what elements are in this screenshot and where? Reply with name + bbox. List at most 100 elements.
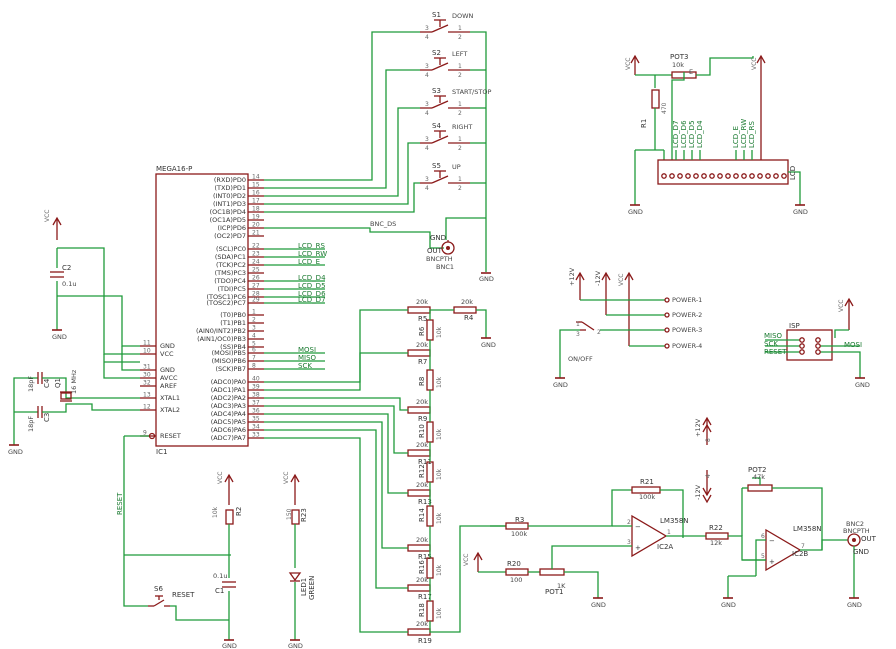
switch-pin: 3 (425, 25, 429, 32)
led-section[interactable] (288, 473, 302, 641)
mcu-ic1[interactable]: MEGA16-P IC1 GND11VCC10GND31AVCC30AREF32… (140, 165, 264, 456)
r23-value: 150 (286, 508, 293, 520)
net-lcd-e: LCD_E (298, 258, 320, 266)
svg-text:20k: 20k (416, 441, 428, 449)
power-section[interactable] (555, 271, 670, 379)
r2-ref: R2 (235, 507, 243, 516)
switch-pin: 1 (458, 136, 462, 143)
vcc-left-network: VCC GND (44, 210, 140, 379)
svg-text:R15: R15 (418, 553, 432, 561)
lcd-pad (725, 173, 731, 179)
mcu-pin-num: 2 (252, 317, 256, 324)
svg-text:VCC: VCC (838, 300, 845, 312)
switch-pin: 1 (458, 25, 462, 32)
svg-text:+: + (769, 558, 775, 566)
lcd-pad (693, 173, 699, 179)
isp-pad (799, 343, 805, 349)
svg-text:+12V: +12V (694, 418, 702, 437)
isp-header[interactable] (765, 297, 865, 379)
mcu-pin-label: (TDI)PC5 (217, 285, 246, 293)
pot3-letter: E (689, 68, 693, 76)
lcd-pad (765, 173, 771, 179)
mcu-pin-label: (ADC4)PA4 (211, 410, 246, 418)
svg-text:−: − (635, 523, 641, 531)
lcd-pad (677, 173, 683, 179)
s6-name: RESET (172, 591, 195, 599)
c1-value: 0.1u (213, 572, 227, 580)
isp-pad (815, 343, 821, 349)
opamp-section[interactable]: − + − + (473, 416, 861, 599)
switch-pin: 2 (458, 72, 462, 79)
switch-name: DOWN (452, 12, 474, 20)
lcd-pad (741, 173, 747, 179)
svg-text:GND: GND (481, 341, 496, 349)
mcu-pin-label: (ADC3)PA3 (211, 402, 246, 410)
r23-ref: R23 (300, 508, 308, 522)
mcu-pin-num: 15 (252, 182, 260, 189)
svg-text:5: 5 (761, 553, 765, 560)
isp-miso: MISO (764, 332, 783, 340)
pot3-value: 10k (672, 61, 684, 69)
svg-text:GND: GND (628, 208, 643, 216)
mcu-pin-num: 22 (252, 243, 260, 250)
mcu-pin-num: 26 (252, 275, 260, 282)
switch-pin: 2 (458, 110, 462, 117)
bnc1[interactable]: GND OUT BNCPTH BNC1 (426, 234, 455, 271)
mcu-ref: IC1 (156, 448, 167, 456)
switch-pin: 3 (425, 101, 429, 108)
lcd-pad (701, 173, 707, 179)
s6-ref[interactable]: S6 (154, 585, 163, 593)
mcu-pin-num: 5 (252, 341, 256, 348)
crystal-section[interactable]: GND (8, 372, 140, 456)
svg-text:7: 7 (801, 543, 805, 550)
svg-text:GND: GND (855, 381, 870, 389)
svg-text:2: 2 (597, 329, 601, 336)
mcu-pin-label: (AIN1/OC0)PB3 (197, 335, 246, 343)
svg-text:R4: R4 (464, 314, 474, 322)
mcu-pin-label: (TXD)PD1 (214, 184, 246, 192)
lcd-section[interactable] (630, 54, 805, 206)
svg-text:+: + (635, 544, 641, 552)
svg-text:3: 3 (576, 331, 580, 338)
isp-sck: SCK (764, 340, 778, 348)
svg-text:20k: 20k (416, 620, 428, 628)
svg-text:R6: R6 (418, 326, 426, 336)
mcu-pin-num: 31 (143, 364, 151, 371)
bnc1-out: OUT (427, 247, 443, 255)
mcu-pin-label: RESET (160, 432, 181, 440)
svg-text:R7: R7 (418, 358, 427, 366)
svg-text:10k: 10k (436, 376, 443, 388)
mcu-pin-label: (TMS)PC3 (215, 269, 246, 277)
mcu-pin-label: (T0)PB0 (220, 311, 246, 319)
mcu-pin-label: (MISO)PB6 (212, 357, 246, 365)
net-bnc-ds: BNC_DS (370, 220, 396, 228)
net-sck: SCK (298, 362, 312, 370)
svg-text:20k: 20k (416, 398, 428, 406)
lcd-ref: LCD (789, 166, 797, 180)
bnc2-out: OUT (861, 535, 877, 543)
mcu-pin-num: 12 (143, 404, 151, 411)
mcu-pin-num: 17 (252, 198, 260, 205)
mcu-pin-num: 20 (252, 222, 260, 229)
switch-name: LEFT (452, 50, 467, 58)
